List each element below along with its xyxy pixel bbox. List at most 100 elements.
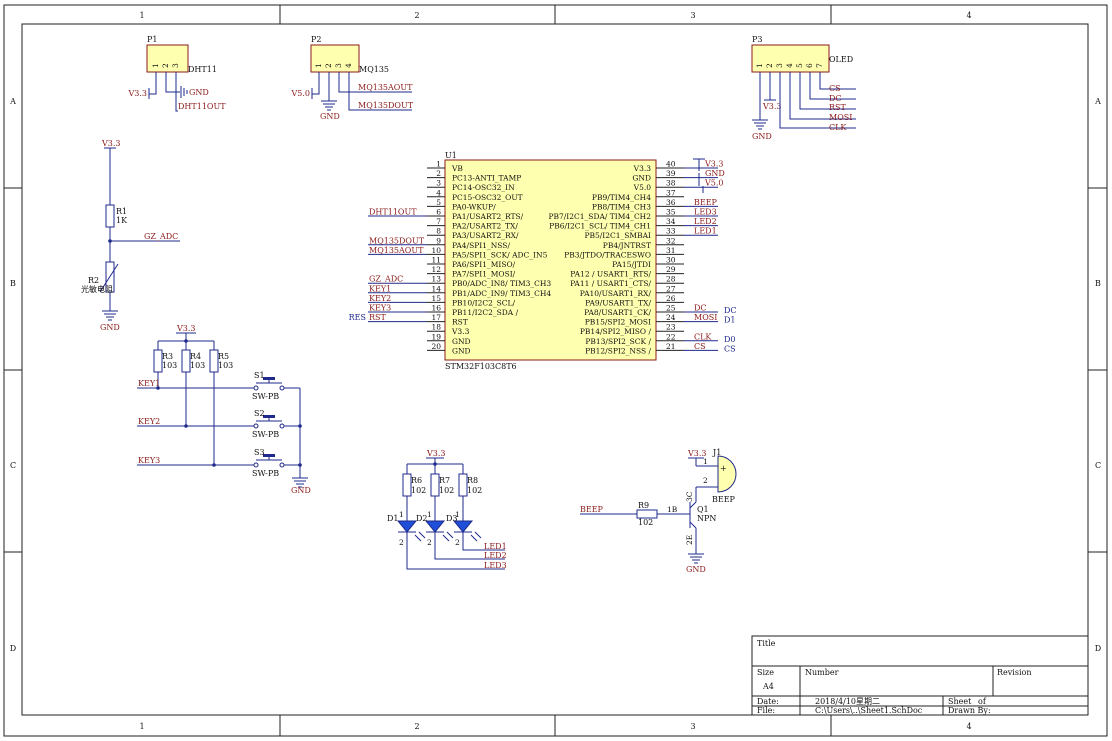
mcu-pin-29-name: PA12 / USART1_RTS/ <box>570 270 651 279</box>
r8-ref: R8 <box>467 476 478 485</box>
p2-pin-3: 3 <box>334 63 343 68</box>
r7-ref: R7 <box>439 476 450 485</box>
connector-p2-mq135[interactable]: P2 1 2 3 4 MQ135 V5.0 GND MQ135AOUT MQ13… <box>291 35 414 121</box>
key2-net: KEY2 <box>138 417 160 426</box>
mcu-pin-28-name: PA11 / USART1_CTS/ <box>570 279 651 288</box>
key3-net: KEY3 <box>138 456 160 465</box>
mcu-pin-36-name: PB8/TIM4_CH3 <box>592 202 651 211</box>
connector-p3-oled[interactable]: P3 1 2 3 4 5 6 7 OLED GND V3.3 CS DC RST… <box>751 35 856 141</box>
p1-net-vcc: V3.3 <box>128 89 148 98</box>
sheet-frame: 1 2 3 4 1 2 3 4 A B C D A B C D <box>3 4 1108 737</box>
mcu-pin-15-name: PB10/I2C2_SCL/ <box>452 298 515 307</box>
mcu-pin-39-name: GND <box>632 174 651 183</box>
d1-pin1: 1 <box>399 510 404 519</box>
row-label-d-right: D <box>1095 644 1101 653</box>
mcu-net-label-38: V5.0 <box>704 179 724 188</box>
led-d2: D2 1 2 <box>416 510 454 547</box>
p3-pin-2: 2 <box>765 63 774 68</box>
buzzer-circuit[interactable]: V3.3 J1 1 2 + BEEP 3C 2E Q1 NPN BEEP R9 … <box>580 448 737 574</box>
mcu-pin-38-name: V5.0 <box>633 183 652 192</box>
mcu-pin-40-name: V3.3 <box>633 164 652 173</box>
mcu-pin-17-number: 17 <box>431 313 441 322</box>
led3-net: LED3 <box>484 561 507 570</box>
mcu-pin-16-number: 16 <box>431 304 441 313</box>
mcu-net-label-14: KEY1 <box>369 284 391 293</box>
ls-net: GZ_ADC <box>144 232 178 241</box>
leds-vcc: V3.3 <box>426 449 446 458</box>
row-label-c-right: C <box>1095 461 1101 470</box>
mcu-oled-label-25: DC <box>724 306 737 315</box>
mcu-pin-13-number: 13 <box>431 275 441 284</box>
col-label-2-top: 2 <box>414 11 419 20</box>
bz-vcc: V3.3 <box>687 449 707 458</box>
mcu-pin-14-number: 14 <box>431 284 441 293</box>
p3-pin-4: 4 <box>785 63 794 68</box>
mcu-pin-22-number: 22 <box>666 332 676 341</box>
mcu-pin-35-name: PB7/I2C1_SDA/ TIM4_CH2 <box>548 212 651 221</box>
mcu-pin-36-number: 36 <box>666 198 676 207</box>
col-label-1-bottom: 1 <box>139 722 144 731</box>
mcu-pin-7-number: 7 <box>436 217 441 226</box>
mcu-pin-24-name: PB15/SPI2_MOSI <box>585 318 651 327</box>
mcu-pin-40-number: 40 <box>666 160 676 169</box>
mcu-oled-label-22: D0 <box>724 335 736 344</box>
p2-value: MQ135 <box>359 65 389 74</box>
mcu-pin-8-name: PA3/USART2_RX/ <box>452 231 519 240</box>
mcu-net-label-21: CS <box>694 342 706 351</box>
s3-ref: S3 <box>254 448 265 457</box>
connector-p1-dht11[interactable]: P1 1 2 3 DHT11 V3.3 GND DHT11OUT <box>128 35 227 112</box>
r1-resistor <box>105 204 115 228</box>
q1-base: 1B <box>667 505 678 514</box>
d1-pin2: 2 <box>399 538 404 547</box>
mcu-pin-12-number: 12 <box>431 265 441 274</box>
mcu-net-label-22: CLK <box>694 332 712 341</box>
mcu-left-nets: DHT11OUTMQ135DOUTMQ135AOUTGZ_ADCKEY1KEY2… <box>368 208 427 323</box>
s1-ref: S1 <box>254 371 265 380</box>
p3-net-rst: RST <box>829 103 847 112</box>
j1-value: BEEP <box>712 495 736 504</box>
q1-emitter: 2E <box>685 535 694 545</box>
mcu-pin-37-name: PB9/TIM4_CH4 <box>592 193 651 202</box>
r1-ref: R1 <box>116 207 127 216</box>
j1-ref: J1 <box>712 448 721 457</box>
leds-circuit[interactable]: V3.3 R6 102 R7 102 R8 102 D1 1 2 <box>387 449 507 570</box>
q1-value: NPN <box>697 514 716 523</box>
switch-s3[interactable]: S3 SW-PB <box>252 448 285 478</box>
tb-number-label: Number <box>805 668 839 677</box>
s1-value: SW-PB <box>252 392 279 401</box>
switch-s2[interactable]: S2 SW-PB <box>252 409 285 439</box>
mcu-net-label-36: BEEP <box>694 198 718 207</box>
p2-net-vcc: V5.0 <box>291 89 311 98</box>
mcu-pin-15-number: 15 <box>431 294 441 303</box>
row-label-a-right: A <box>1094 97 1101 106</box>
keys-circuit[interactable]: V3.3 R3 103 R4 103 R5 103 KEY1 KEY2 KEY3 <box>137 324 311 495</box>
col-label-2-bottom: 2 <box>414 722 419 731</box>
title-block: Title Size A4 Number Revision Date: 2018… <box>751 635 1089 716</box>
s2-ref: S2 <box>254 409 265 418</box>
p2-ref: P2 <box>311 35 321 44</box>
mcu-pin-8-number: 8 <box>436 227 441 236</box>
mcu-pin-21-number: 21 <box>666 342 676 351</box>
mcu-pin-23-number: 23 <box>666 323 676 332</box>
p3-net-vcc: V3.3 <box>762 102 782 111</box>
r1-value: 1K <box>116 216 128 225</box>
tb-revision-label: Revision <box>997 668 1031 677</box>
r2-ref: R2 <box>88 276 99 285</box>
j1-pin1: 1 <box>703 457 708 466</box>
mcu-pin-5-number: 5 <box>436 198 441 207</box>
mcu-pin-4-number: 4 <box>436 188 441 197</box>
d3-pin1: 1 <box>455 510 460 519</box>
mcu-pin-33-name: PB5/I2C1_SMBAI <box>584 231 651 240</box>
light-sensor-circuit[interactable]: V3.3 R1 1K GZ_ADC R2 光敏电阻 GND <box>81 139 180 332</box>
p1-pin-2: 2 <box>161 63 170 68</box>
p1-pin-3: 3 <box>171 63 180 68</box>
mcu-pin-39-number: 39 <box>666 169 676 178</box>
mcu-pin-16-name: PB11/I2C2_SDA / <box>452 308 519 317</box>
mcu-pin-14-name: PB1/ADC_IN9/ TIM3_CH4 <box>452 289 551 298</box>
tb-sheet-label: Sheet <box>948 697 972 706</box>
d2-pin1: 1 <box>427 510 432 519</box>
mcu-pin-5-name: PA0-WKUP/ <box>452 202 496 211</box>
switch-s1[interactable]: S1 SW-PB <box>252 371 285 401</box>
mcu-pin-26-number: 26 <box>666 294 676 303</box>
